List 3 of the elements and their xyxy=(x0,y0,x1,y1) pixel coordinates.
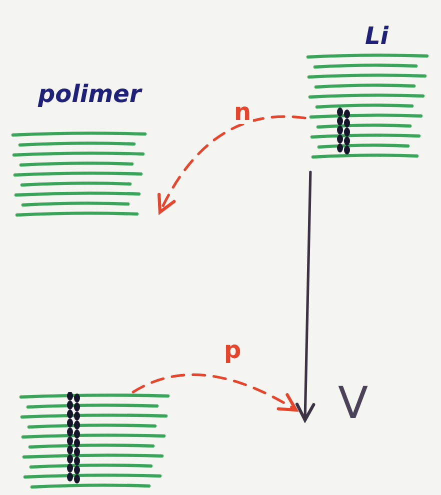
column-heading: Li xyxy=(365,22,389,50)
voltage-label: V xyxy=(338,382,368,426)
column-heading: polimer xyxy=(38,80,142,108)
